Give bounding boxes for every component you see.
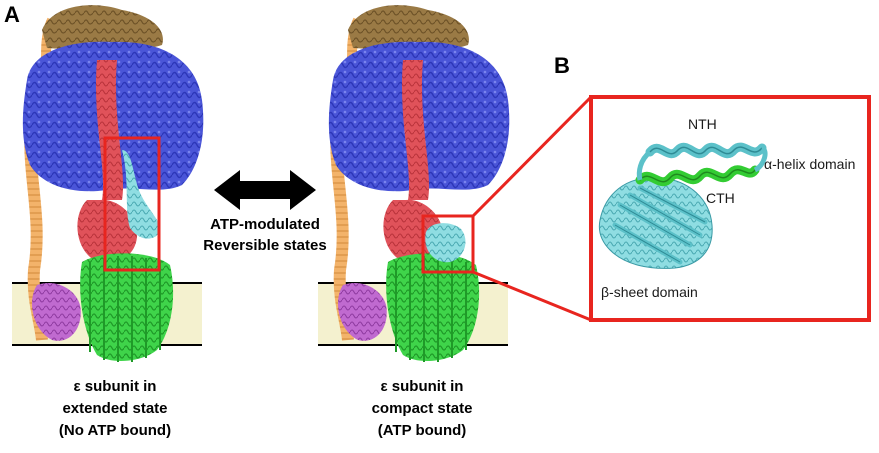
inset-label-alpha-helix: α-helix domain (764, 156, 856, 172)
left-epsilon-highlight-box (103, 136, 161, 272)
right-epsilon-highlight-box (421, 214, 475, 274)
panel-label-b: B (554, 53, 570, 78)
epsilon-extended (122, 150, 161, 239)
panel-label-a: A (4, 2, 20, 27)
right-caption-line-2: compact state (371, 400, 473, 417)
middle-label-line-2: Reversible states (203, 237, 327, 254)
left-atp-synthase (12, 5, 203, 362)
right-caption-line-1: ε subunit in (380, 378, 464, 395)
middle-label-line-1: ATP-modulated (210, 216, 320, 233)
zoom-line-bottom (472, 270, 592, 322)
middle-label: ATP-modulated Reversible states (190, 214, 340, 256)
inset-label-nth: NTH (688, 116, 717, 132)
left-caption-line-3: (No ATP bound) (58, 422, 172, 439)
epsilon-compact (425, 223, 466, 263)
left-caption-line-2: extended state (62, 400, 168, 417)
right-atp-synthase (318, 5, 509, 362)
right-caption: ε subunit in compact state (ATP bound) (327, 376, 517, 442)
right-caption-line-3: (ATP bound) (377, 422, 467, 439)
left-caption-line-1: ε subunit in (73, 378, 157, 395)
inset-label-beta-sheet: β-sheet domain (601, 284, 698, 300)
left-caption: ε subunit in extended state (No ATP boun… (20, 376, 210, 442)
inset-epsilon-structure (598, 142, 768, 269)
zoom-line-top (471, 95, 593, 218)
inset-label-cth: CTH (706, 190, 735, 206)
double-arrow-icon (214, 170, 316, 210)
